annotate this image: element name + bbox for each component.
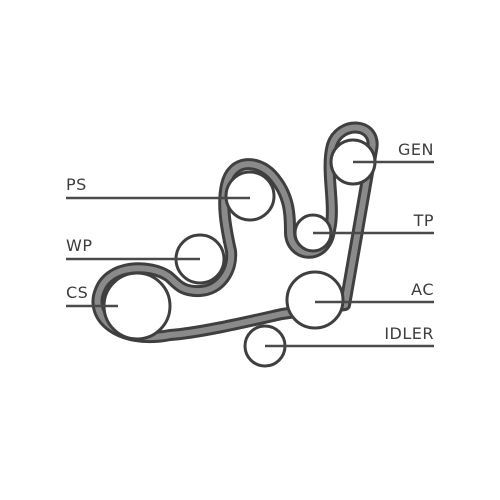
label-tp: TP xyxy=(413,211,434,230)
pulley-ac xyxy=(285,270,345,330)
label-gen: GEN xyxy=(398,140,434,159)
pulley-ps xyxy=(224,170,276,222)
label-ps: PS xyxy=(66,175,87,194)
label-wp: WP xyxy=(66,236,92,255)
label-cs: CS xyxy=(66,283,88,302)
label-idler: IDLER xyxy=(384,324,434,343)
pulleys xyxy=(102,138,377,368)
pulley-labels: PS WP CS GEN TP AC IDLER xyxy=(66,140,434,343)
label-ac: AC xyxy=(411,280,434,299)
belt-ribs xyxy=(94,124,376,341)
leader-lines xyxy=(66,160,434,348)
serpentine-belt xyxy=(91,121,379,344)
